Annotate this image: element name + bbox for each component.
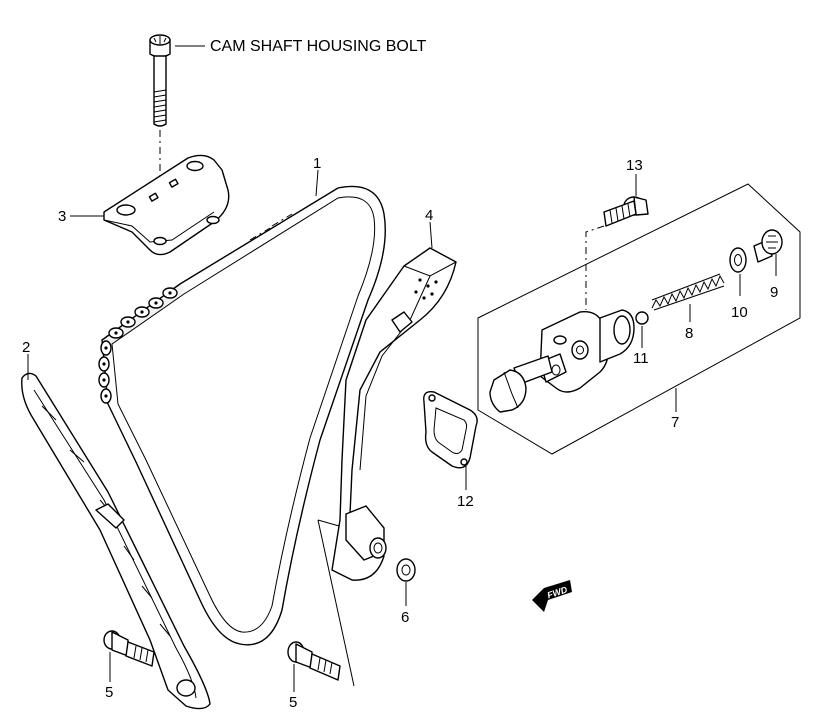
callout-6: 6	[401, 609, 409, 626]
callout-7: 7	[671, 414, 679, 431]
callout-12: 12	[457, 493, 474, 510]
chain-links	[98, 287, 178, 404]
callout-13: 13	[626, 157, 643, 174]
part-2-chain-guide	[21, 372, 211, 710]
callout-10: 10	[731, 304, 748, 321]
part-7-tensioner-assembly	[477, 183, 801, 455]
callout-8: 8	[685, 325, 693, 342]
cam-shaft-housing-bolt-label: CAM SHAFT HOUSING BOLT	[210, 38, 427, 55]
callout-5-left: 5	[105, 684, 113, 701]
part-1-cam-chain	[98, 185, 386, 646]
part-13-bolt	[603, 196, 649, 227]
callout-4: 4	[425, 207, 433, 224]
callout-2: 2	[22, 339, 30, 356]
callout-3: 3	[58, 208, 66, 225]
part-6-washer	[396, 558, 416, 582]
part-11-ball	[635, 311, 649, 325]
part-5-bolt-right	[287, 641, 341, 681]
cam-shaft-housing-bolt	[149, 34, 171, 240]
callout-1: 1	[313, 155, 321, 172]
part-10-washer	[729, 247, 747, 273]
callout-5-right: 5	[289, 694, 297, 711]
part-3-chain-guide-bracket	[103, 154, 230, 256]
part-12-gasket	[423, 391, 478, 469]
part-4-tensioner-guide	[331, 247, 457, 581]
fwd-arrow-icon: FWD	[532, 580, 572, 612]
callout-9: 9	[770, 284, 778, 301]
part-9-plug-bolt	[753, 229, 783, 263]
part-5-bolt-left	[103, 630, 155, 667]
part-8-spring	[651, 273, 725, 311]
callout-11: 11	[633, 350, 649, 367]
